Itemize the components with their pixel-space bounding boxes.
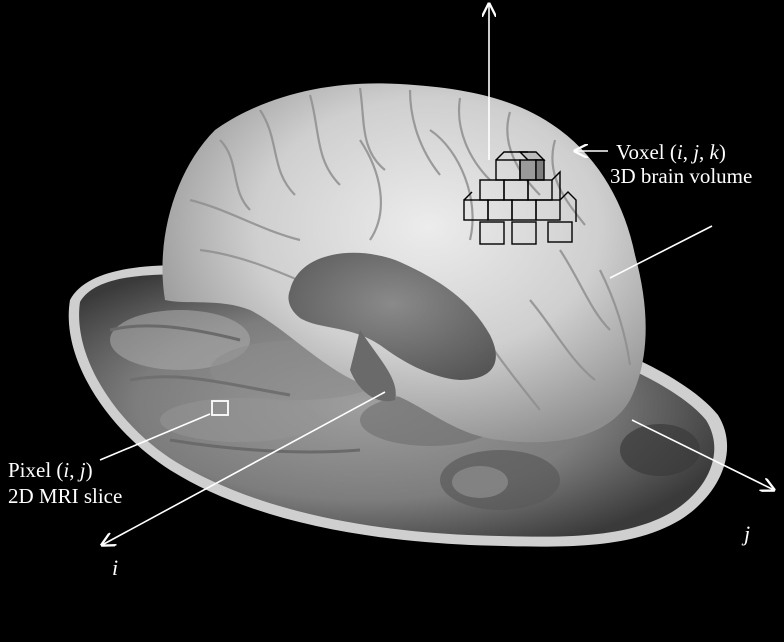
pixel-label: Pixel (i, j) — [8, 458, 93, 482]
slice-label: 2D MRI slice — [8, 484, 122, 508]
axis-j-label: j — [744, 522, 750, 546]
voxel-label: Voxel (i, j, k) — [616, 140, 726, 164]
axis-i-label: i — [112, 556, 118, 580]
volume-label: 3D brain volume — [610, 164, 752, 188]
